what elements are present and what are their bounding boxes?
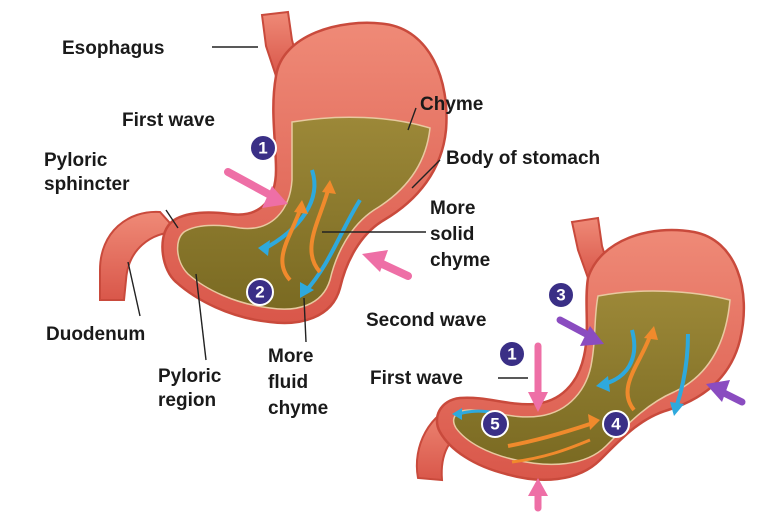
step-marker: 1 (249, 134, 277, 162)
stomach-first-wave (99, 10, 448, 325)
step-number: 1 (507, 345, 516, 364)
label-pyloric-region-line2: region (158, 390, 216, 411)
fluid-flow-arrow-head (670, 402, 684, 416)
fluid-flow-arrow-head (258, 240, 270, 256)
label-pyloric-sphincter-line2: sphincter (44, 174, 130, 195)
step-marker: 2 (246, 278, 274, 306)
solid-flow-arrow-head (294, 200, 308, 214)
solid-flow-arrow (507, 422, 591, 448)
solid-flow-arrow (625, 335, 652, 412)
step-marker: 5 (481, 410, 509, 438)
leader-lines (127, 46, 528, 379)
solid-flow-arrow-head (644, 326, 658, 340)
solid-flow-arrow-head (322, 180, 336, 194)
step-number: 5 (490, 415, 499, 434)
first-wave-arrow (374, 258, 412, 280)
first-wave-arrow-head (528, 392, 548, 412)
fluid-flow-arrow-head (596, 376, 610, 392)
step-marker: 3 (547, 281, 575, 309)
label-body-of-stomach: Body of stomach (446, 148, 600, 169)
label-duodenum: Duodenum (46, 324, 145, 345)
solid-flow-arrow (511, 438, 591, 464)
label-chyme: Chyme (420, 94, 483, 115)
label-first-wave-top: First wave (122, 110, 215, 131)
label-pyloric-region-line1: Pyloric (158, 366, 222, 387)
fluid-flow-arrow (603, 329, 637, 386)
label-more-fluid-line3: chyme (268, 398, 328, 419)
fluid-flow-arrow (674, 333, 690, 409)
solid-flow-arrow (280, 209, 302, 282)
step-number: 2 (255, 283, 264, 302)
label-second-wave: Second wave (366, 310, 486, 331)
label-more-solid-line3: chyme (430, 250, 490, 271)
label-more-solid-line1: More (430, 198, 475, 219)
first-wave-arrow-head (262, 186, 288, 208)
first-wave-arrow-head (528, 478, 548, 496)
fluid-flow-arrow (261, 169, 317, 252)
solid-flow-arrow-head (588, 414, 600, 430)
step-number: 4 (611, 415, 621, 434)
first-wave-arrow-head (362, 250, 388, 272)
label-more-solid-line2: solid (430, 224, 474, 245)
step-number: 1 (258, 139, 267, 158)
label-first-wave-bottom: First wave (370, 368, 463, 389)
chyme-fill-2 (452, 290, 731, 466)
solid-flow-arrow (309, 189, 330, 274)
second-wave-arrow-head (580, 326, 604, 346)
step-marker: 1 (498, 340, 526, 368)
stomach-second-wave (415, 216, 746, 512)
fluid-flow-arrow-head (300, 282, 314, 298)
fluid-flow-arrow-head (452, 408, 462, 420)
step-marker: 4 (602, 410, 630, 438)
step-number: 3 (556, 286, 565, 305)
label-more-fluid-line2: fluid (268, 372, 308, 393)
label-more-fluid-line1: More (268, 346, 313, 367)
fluid-flow-arrow (303, 198, 362, 294)
label-esophagus: Esophagus (62, 38, 164, 59)
second-wave-arrow-head (706, 380, 730, 402)
second-wave-arrow (718, 388, 746, 406)
label-pyloric-sphincter-line1: Pyloric (44, 150, 108, 171)
first-wave-arrow (224, 168, 276, 200)
second-wave-arrow (556, 316, 594, 340)
